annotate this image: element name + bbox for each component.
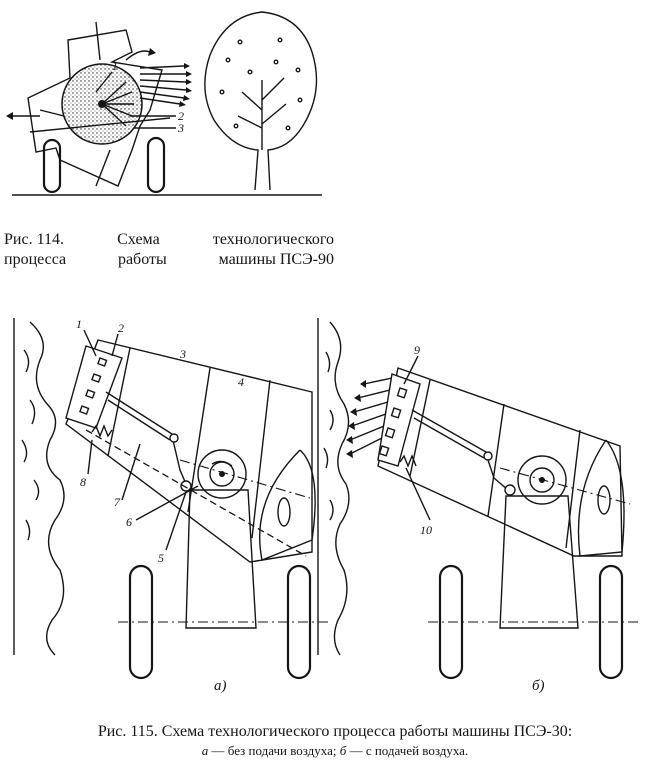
fig115b-divider-2 (487, 403, 505, 517)
fig114-left-arrowhead (6, 112, 13, 120)
fig115a-nozzles (79, 357, 108, 415)
fig114-caption-line-1: Рис. 114. Схема технологического (4, 230, 334, 250)
fig115b-diagram: 9 10 б) (317, 318, 640, 694)
fig115a-label-1: 1 (76, 317, 82, 331)
fig114-impeller (98, 81, 134, 127)
fig115a-diagram: 1 2 3 4 5 6 7 8 а) (13, 317, 330, 694)
fig115a-leader-5 (165, 491, 187, 551)
fig115b-rod-upper (411, 409, 487, 453)
fig115a-label-7: 7 (114, 495, 121, 509)
fig115a-tag: а) (214, 678, 227, 694)
fig115b-outlet-ellipse (597, 485, 611, 515)
fig115a-label-4: 4 (238, 375, 244, 389)
fig114-caption-line-2: процесса работы машины ПСЭ-90 (4, 250, 334, 270)
fig115a-leader-7 (121, 443, 141, 501)
fig115b-stand (499, 495, 579, 629)
fig114-rotation-arrowhead (148, 48, 156, 56)
fig115a-pivot-bottom (180, 480, 192, 492)
fig115a-leader-2 (111, 333, 119, 357)
fig115b-leader-9 (403, 355, 419, 385)
fig115a-label-6: 6 (126, 515, 132, 529)
fig114-label-2: 2 (178, 109, 184, 123)
fig114-caption-word-4: работы (117, 251, 167, 268)
fig114-caption-word-5: машины ПСЭ-90 (218, 251, 334, 268)
fig115b-wheel-right (598, 564, 624, 680)
fig114-caption-word-1: Схема (117, 231, 160, 248)
fig114-label-3: 3 (177, 121, 184, 135)
fig115b-nozzles (378, 387, 408, 457)
fig115-caption-title: Рис. 115. Схема технологического процесс… (97, 723, 573, 740)
fig114-leader-1 (95, 71, 113, 93)
fig115a-label-8: 8 (80, 475, 86, 489)
fig115b-fan-hub (529, 467, 555, 493)
fig115a-lever (171, 435, 187, 485)
fig115b-spring (399, 454, 417, 468)
fig115a-canopy-texture (21, 349, 40, 541)
fig115b-rod-lower (413, 417, 485, 459)
fig115a-centerline (179, 459, 311, 499)
fig115-legend-a-letter: а (201, 743, 209, 758)
fig115a-pivot-top (169, 433, 179, 443)
fig115a-fan-arc (211, 460, 233, 467)
fig114-caption-word-3: процесса (4, 251, 67, 268)
fig114-wheel-left (42, 138, 62, 194)
fig115b-label-9: 9 (414, 343, 420, 357)
fig115a-wheel-right (286, 564, 312, 680)
fig114-axis-line (29, 117, 171, 133)
fig115b-air-jets (346, 377, 393, 458)
fig114-diagram: 1 2 3 (6, 11, 322, 196)
fig115b-pivot-bottom (504, 484, 516, 496)
fig115a-leader-6 (135, 485, 199, 521)
fig114-tree (204, 11, 318, 191)
fig114-airflow-arrows (139, 63, 192, 107)
fig115b-tag: б) (532, 678, 545, 694)
fig115a-divider-1 (107, 347, 131, 457)
fig115-legend-b-text: — с подачей воздуха. (346, 743, 469, 758)
fig114-label-1: 1 (112, 59, 118, 73)
fig115a-divider-3 (251, 379, 271, 539)
fig115b-canopy-edge (329, 321, 350, 656)
fig115a-outlet-ellipse (277, 497, 291, 527)
fig115a-baseline-dashed (85, 429, 307, 557)
fig115a-label-5: 5 (158, 551, 164, 565)
fig114-caption-number: Рис. 114. (4, 231, 64, 248)
fig115-caption: Рис. 115. Схема технологического процесс… (0, 722, 670, 759)
fig115a-canopy-edge (29, 321, 65, 656)
fig114-caption: Рис. 114. Схема технологического процесс… (4, 230, 334, 270)
fig115b-nozzle-plate (377, 373, 421, 467)
fig115-legend-a-text: — без подачи воздуха; (208, 743, 340, 758)
fig115b-leader-10 (405, 467, 431, 521)
fig115b-outlet (577, 439, 625, 557)
fig115a-rod-upper (105, 391, 173, 435)
fig115a-leader-8 (87, 439, 93, 475)
fig115a-stand (185, 489, 257, 629)
fig115-legend-b-letter: б (339, 743, 347, 758)
fig115a-nozzle-plate (65, 345, 123, 429)
fig114-blade-top (95, 21, 101, 61)
fig115a-rod-lower (107, 399, 171, 441)
fig114-blade-bottom (95, 149, 111, 187)
fig115b-centerline (499, 467, 631, 505)
fig115-caption-legend: а — без подачи воздуха; б — с подачей во… (0, 742, 670, 759)
fig115a-outlet (259, 449, 316, 561)
fig115a-label-3: 3 (179, 347, 186, 361)
fig114-wheel-right (146, 136, 166, 194)
fig115b-label-10: 10 (420, 523, 432, 537)
fig115a-wheel-left (128, 564, 154, 680)
fig115b-wheel-left (438, 564, 464, 680)
fig115a-label-2: 2 (118, 321, 124, 335)
fig114-caption-word-2: технологического (212, 231, 334, 248)
fig115b-canopy-texture (323, 351, 334, 521)
fig115b-divider-3 (565, 429, 581, 549)
fig115b-lever (485, 453, 509, 491)
fig114-rotation-arrow (125, 50, 151, 61)
fig115b-pivot-top (483, 451, 493, 461)
fig115a-spring (91, 424, 113, 438)
fig115a-leader-1 (83, 329, 97, 357)
fig115a-divider-2 (187, 367, 211, 513)
